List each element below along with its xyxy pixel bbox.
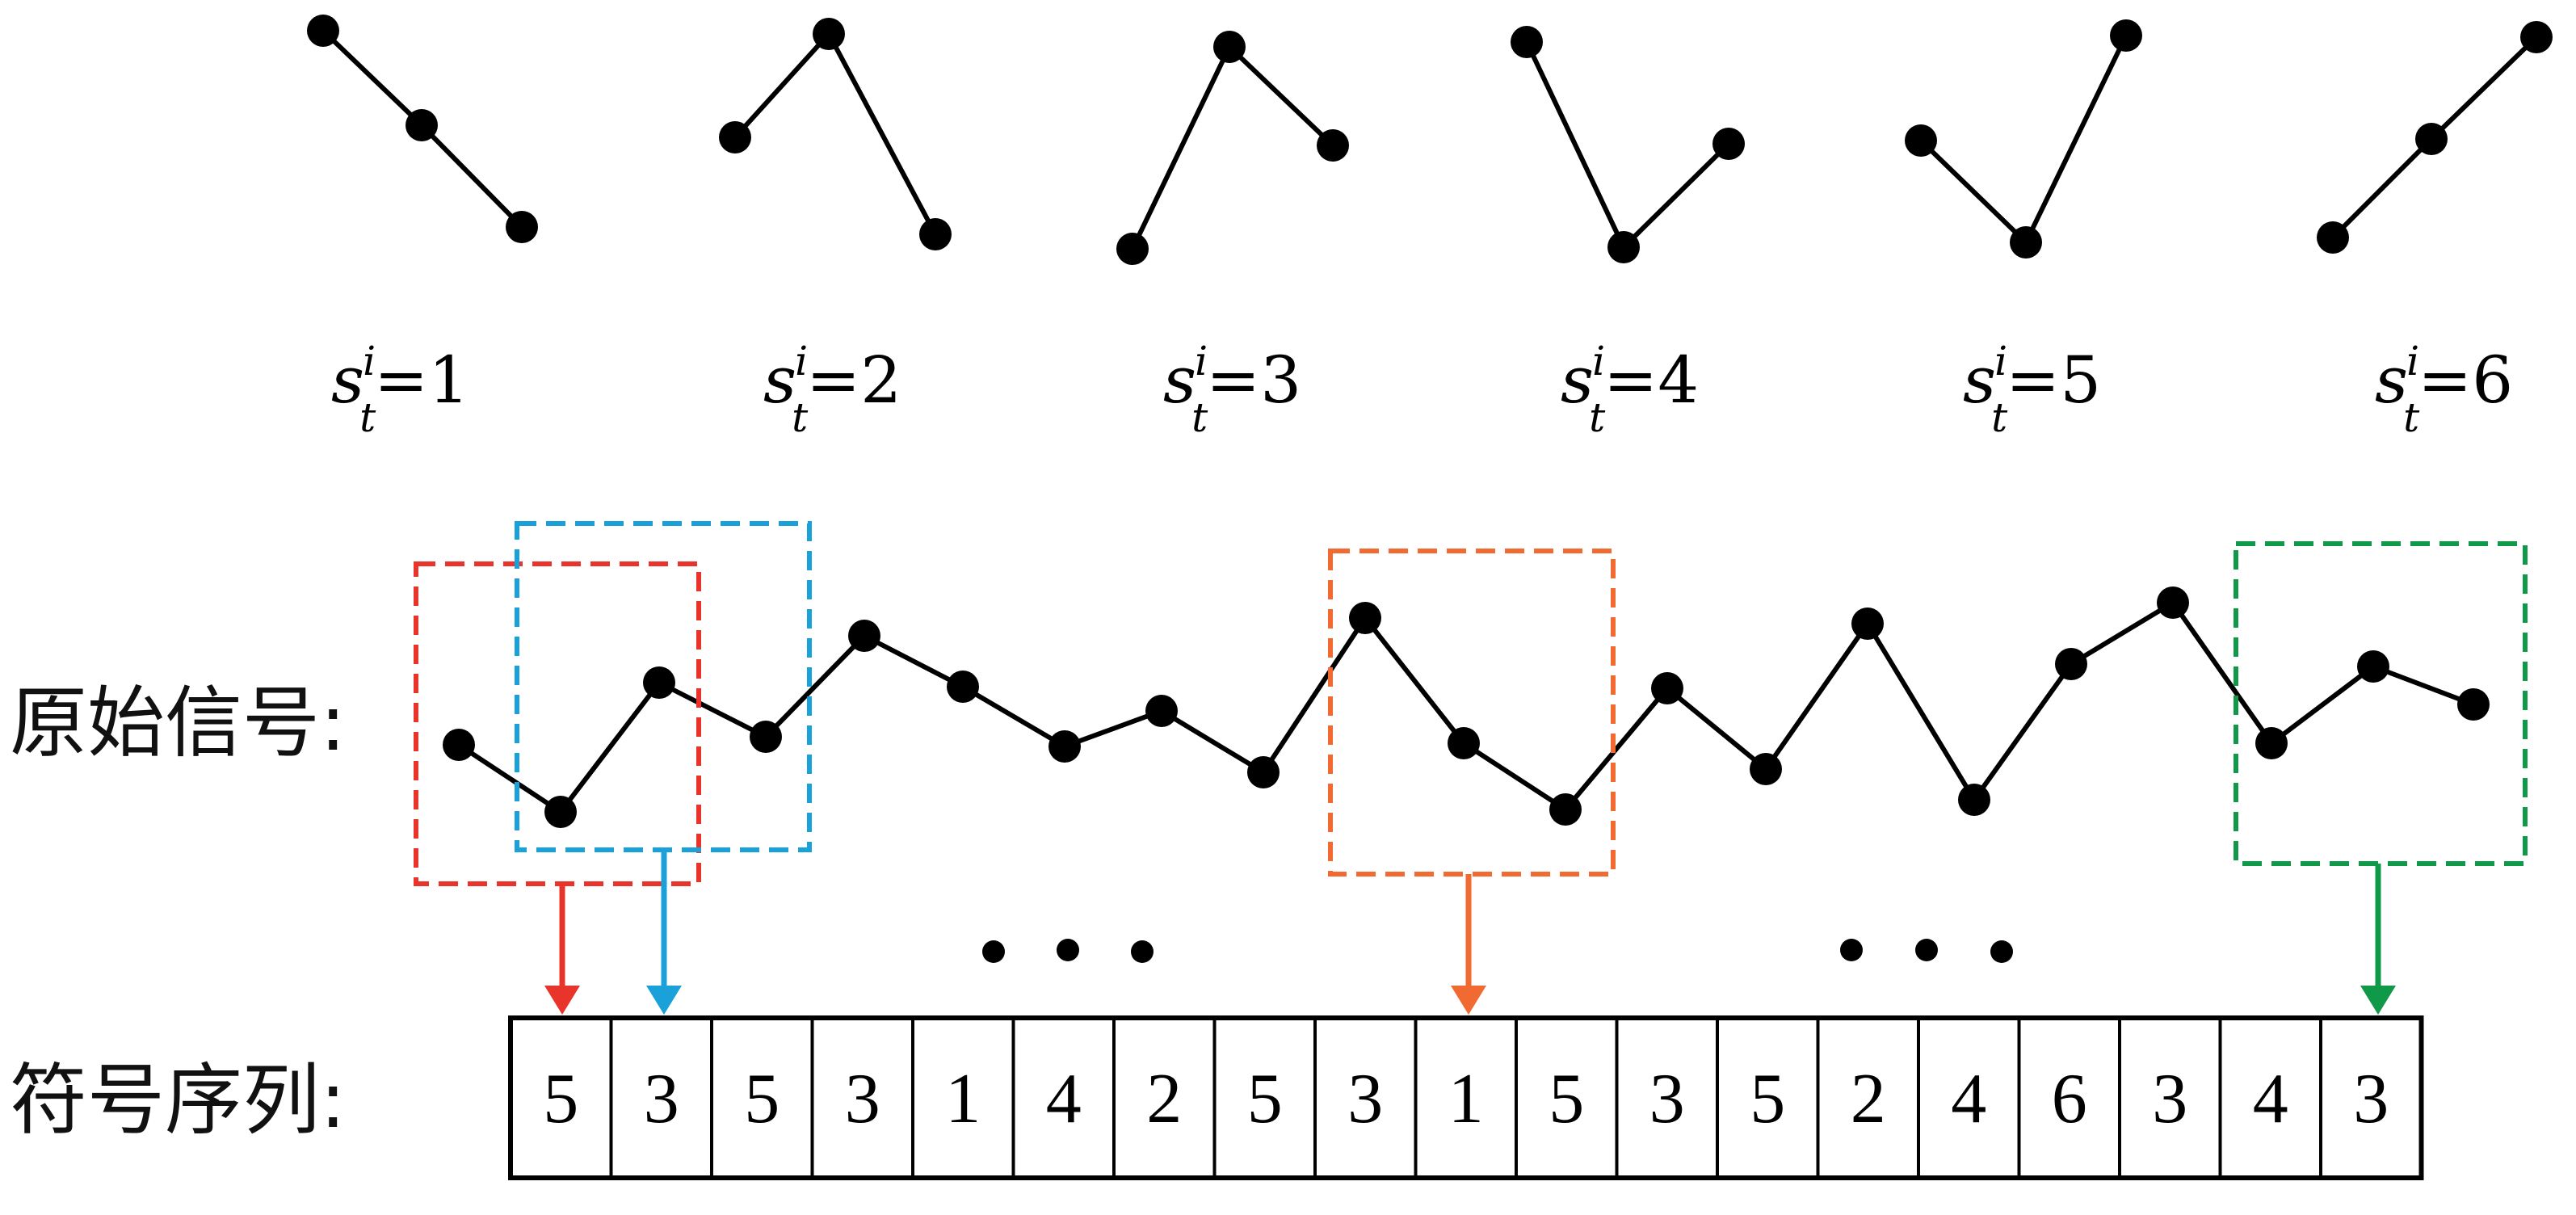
sequence-frame: [508, 1015, 2424, 1180]
arrow-blue: [646, 850, 682, 1015]
sequence-cell: 5: [1247, 1060, 1283, 1138]
sequence-cell: 4: [2253, 1060, 2288, 1138]
signal-point: [1958, 784, 1990, 816]
sequence-cell: 5: [1750, 1060, 1785, 1138]
sequence-cell: 1: [945, 1060, 981, 1138]
pattern-2-point: [719, 121, 751, 153]
signal-point: [443, 729, 475, 761]
signal-label: 原始信号:: [10, 678, 346, 768]
signal-point: [750, 721, 782, 753]
sequence-cell: 3: [1649, 1060, 1685, 1138]
ellipsis-2: [1840, 939, 2013, 963]
pattern-6: [2317, 21, 2553, 254]
pattern-5: [1905, 19, 2142, 259]
pattern-5-point: [2010, 226, 2042, 259]
signal-point: [1851, 608, 1884, 640]
sequence-cell: 5: [543, 1060, 578, 1138]
sequence-cell: 1: [1448, 1060, 1484, 1138]
signal-point: [643, 666, 675, 699]
original-signal: [443, 586, 2490, 828]
sequence-cell: 4: [1951, 1060, 1986, 1138]
pattern-4-point: [1511, 26, 1543, 58]
pattern-4-point: [1607, 231, 1640, 263]
signal-point: [1549, 793, 1582, 826]
pattern-6-point: [2520, 21, 2553, 53]
signal-point: [1750, 753, 1782, 785]
pattern-5-point: [2110, 19, 2142, 52]
pattern-2-point: [919, 218, 952, 250]
sequence-cell: 3: [644, 1060, 679, 1138]
signal-point: [2157, 586, 2189, 619]
ellipsis-1: [982, 939, 1154, 963]
pattern-2: [719, 18, 952, 250]
pattern-5-point: [1905, 124, 1937, 157]
window-orange: [1328, 549, 1616, 877]
pattern-3-point: [1116, 233, 1149, 265]
signal-point: [1651, 672, 1683, 704]
signal-point: [2357, 650, 2389, 683]
sequence-cell: 3: [845, 1060, 880, 1138]
arrow-red: [544, 884, 580, 1015]
sequence-cell: 5: [744, 1060, 780, 1138]
sequence-cell: 3: [2152, 1060, 2187, 1138]
sequence-label: 符号序列:: [10, 1055, 346, 1146]
pattern-1: [307, 15, 538, 243]
signal-point: [2055, 648, 2087, 680]
window-red: [414, 561, 701, 886]
pattern-2-point: [813, 18, 845, 50]
pattern-3-point: [1317, 129, 1349, 162]
sequence-cell: 3: [2353, 1060, 2389, 1138]
signal-point: [1048, 730, 1081, 763]
signal-points: [443, 586, 2490, 828]
pattern-3-point: [1213, 31, 1246, 63]
pattern-6-point: [2415, 123, 2448, 155]
pattern-1-point: [406, 109, 438, 141]
sequence-cell: 3: [1347, 1060, 1383, 1138]
signal-point: [1448, 727, 1480, 759]
sequence-cell: 5: [1549, 1060, 1584, 1138]
signal-point: [947, 671, 979, 703]
arrow-green: [2360, 864, 2396, 1015]
pattern-4-point: [1712, 128, 1745, 160]
arrow-orange: [1451, 874, 1486, 1015]
signal-point: [1349, 602, 1381, 634]
signal-point: [544, 796, 577, 828]
sequence-cell: 6: [2052, 1060, 2087, 1138]
pattern-1-point: [307, 15, 339, 47]
signal-point: [1247, 756, 1280, 788]
pattern-1-point: [506, 211, 538, 243]
pattern-4: [1511, 26, 1745, 263]
signal-point: [1145, 695, 1178, 727]
sequence-cell: 2: [1146, 1060, 1182, 1138]
pattern-6-point: [2317, 221, 2349, 254]
signal-point: [2457, 688, 2490, 721]
window-green: [2234, 541, 2528, 866]
pattern-3: [1116, 31, 1349, 265]
sequence-cell: 2: [1851, 1060, 1886, 1138]
sequence-cell: 4: [1046, 1060, 1082, 1138]
signal-point: [2255, 727, 2288, 759]
signal-point: [848, 620, 880, 652]
